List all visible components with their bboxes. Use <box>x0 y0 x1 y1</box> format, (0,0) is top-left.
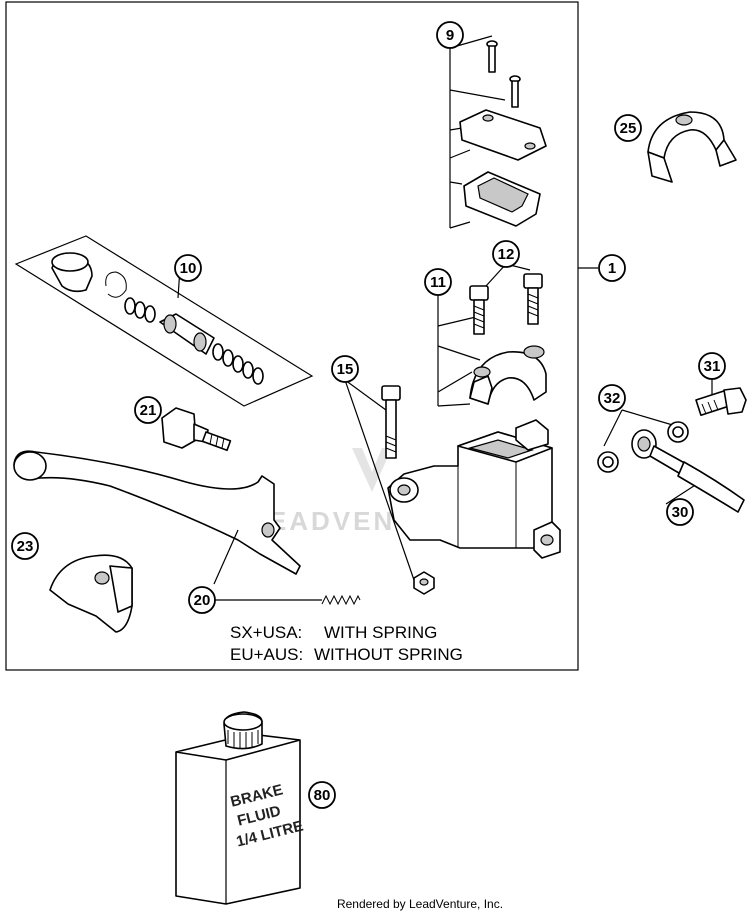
note-region-1: SX+USA: <box>230 623 302 642</box>
pivot-bolt <box>381 385 401 459</box>
master-cylinder-body <box>387 419 561 559</box>
handlebar-clamp-25 <box>647 111 737 183</box>
clamp-screw-a <box>469 285 489 335</box>
callout-21: 21 <box>134 396 162 424</box>
svg-text:25: 25 <box>620 120 637 137</box>
svg-text:12: 12 <box>498 246 515 263</box>
callout-23: 23 <box>11 532 39 560</box>
callout-10: 10 <box>174 254 202 282</box>
spring-note: SX+USA: WITH SPRING EU+AUS: WITHOUT SPRI… <box>230 623 463 664</box>
banjo-washer-a <box>597 451 619 473</box>
piston-seals <box>124 297 156 323</box>
svg-text:10: 10 <box>180 260 197 277</box>
return-spring <box>212 343 264 385</box>
svg-text:32: 32 <box>604 390 621 407</box>
callout-80: 80 <box>308 781 336 809</box>
piston-kit-group <box>14 235 314 407</box>
callout-1: 1 <box>598 254 626 282</box>
handlebar-clamp-11 <box>469 345 547 405</box>
note-region-2: EU+AUS: <box>230 645 303 664</box>
svg-text:20: 20 <box>194 592 211 609</box>
callout-25: 25 <box>614 114 642 142</box>
svg-text:21: 21 <box>140 402 157 419</box>
clamp-screw-group <box>437 263 547 407</box>
banjo-bolt <box>695 387 747 417</box>
lever-adjuster <box>161 407 232 452</box>
callout-11: 11 <box>424 268 452 296</box>
banjo-fitting <box>631 429 691 477</box>
lever-spring <box>321 594 361 606</box>
svg-text:9: 9 <box>446 27 454 44</box>
svg-text:23: 23 <box>17 538 34 555</box>
reservoir-cover <box>459 109 547 161</box>
callout-30: 30 <box>666 498 694 526</box>
svg-text:1: 1 <box>608 260 616 277</box>
svg-text:80: 80 <box>314 787 331 804</box>
svg-text:11: 11 <box>430 274 446 291</box>
brake-line-group <box>597 376 747 513</box>
callout-12: 12 <box>492 240 520 268</box>
note-text-1: WITH SPRING <box>324 623 437 642</box>
brake-hose <box>677 461 745 513</box>
note-text-2: WITHOUT SPRING <box>314 645 463 664</box>
brake-lever <box>13 450 301 575</box>
assembly-frame <box>5 1 579 671</box>
lever-guard <box>49 554 133 633</box>
reservoir-cover-group <box>449 35 547 229</box>
pivot-bolt-group <box>344 379 435 595</box>
callout-15: 15 <box>331 355 359 383</box>
clamp-screw-b <box>523 273 543 325</box>
svg-text:30: 30 <box>672 504 689 521</box>
callout-32: 32 <box>598 384 626 412</box>
svg-text:15: 15 <box>337 361 354 378</box>
brake-lever-group <box>13 450 361 606</box>
svg-text:31: 31 <box>704 358 721 375</box>
callout-9: 9 <box>436 21 464 49</box>
brake-fluid-bottle: BRAKE FLUID 1/4 LITRE <box>175 711 305 905</box>
dust-boot <box>51 252 93 293</box>
piston <box>159 313 215 355</box>
pivot-nut <box>413 571 435 595</box>
callout-20: 20 <box>188 586 216 614</box>
banjo-washer-b <box>667 421 689 443</box>
render-credit: Rendered by LeadVenture, Inc. <box>337 897 503 911</box>
snap-ring <box>105 271 127 298</box>
callout-31: 31 <box>698 352 726 380</box>
cover-screw-a <box>486 40 498 73</box>
cover-screw-b <box>509 75 521 108</box>
